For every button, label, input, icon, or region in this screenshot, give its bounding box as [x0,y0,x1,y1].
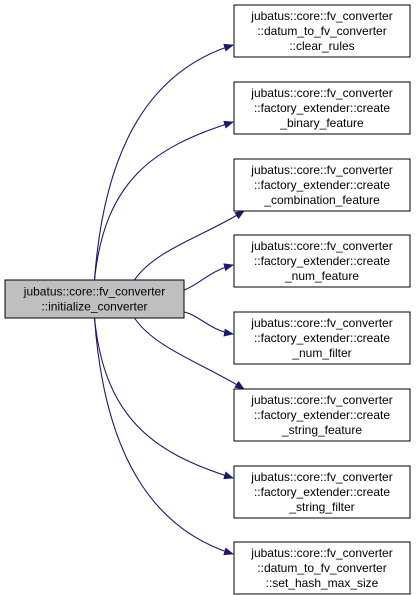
target-create-binary-feature-label-line: jubatus::core::fv_converter [250,86,392,100]
target-create-combination-feature-label-line: _combination_feature [263,193,380,207]
target-create-num-filter-label-line: _num_filter [291,346,351,360]
edge-to-target-set-hash-max-size [93,317,234,556]
target-create-string-filter-label-line: _string_filter [288,500,354,514]
target-create-string-feature-label-line: jubatus::core::fv_converter [250,393,392,407]
target-set-hash-max-size[interactable]: jubatus::core::fv_converter::datum_to_fv… [233,541,411,595]
edge-to-target-create-num-filter [183,311,234,337]
target-set-hash-max-size-label-line: ::datum_to_fv_converter [257,561,386,575]
target-create-binary-feature-box [233,81,411,135]
source-node-label-line: jubatus::core::fv_converter [23,285,165,299]
target-set-hash-max-size-label-line: ::set_hash_max_size [266,576,379,590]
target-create-combination-feature-label-line: ::factory_extender::create [254,178,390,192]
target-create-num-filter[interactable]: jubatus::core::fv_converter::factory_ext… [233,311,411,365]
target-create-string-filter-label-line: jubatus::core::fv_converter [250,470,392,484]
target-create-combination-feature[interactable]: jubatus::core::fv_converter::factory_ext… [233,158,411,212]
edge-to-target-create-string-feature [134,317,245,390]
source-node-label-line: ::initialize_converter [41,300,147,314]
edges-group [93,43,245,556]
target-create-num-feature[interactable]: jubatus::core::fv_converter::factory_ext… [233,234,411,288]
source-node-box [4,279,185,319]
target-create-string-filter-label-line: ::factory_extender::create [254,485,390,499]
target-create-num-feature-label-line: _num_feature [284,269,359,283]
edge-to-target-clear-rules [93,43,234,281]
target-clear-rules-box [233,4,411,58]
edge-to-target-create-combination-feature [134,210,245,281]
target-clear-rules-label-line: ::datum_to_fv_converter [257,24,386,38]
target-create-string-feature-label-line: ::factory_extender::create [254,408,390,422]
source-node[interactable]: jubatus::core::fv_converter::initialize_… [4,279,185,319]
nodes-group: jubatus::core::fv_converter::initialize_… [4,4,411,595]
target-create-num-feature-box [233,234,411,288]
target-create-string-filter[interactable]: jubatus::core::fv_converter::factory_ext… [233,465,411,519]
target-create-string-filter-box [233,465,411,519]
target-clear-rules[interactable]: jubatus::core::fv_converter::datum_to_fv… [233,4,411,58]
target-create-num-feature-label-line: ::factory_extender::create [254,254,390,268]
target-create-binary-feature[interactable]: jubatus::core::fv_converter::factory_ext… [233,81,411,135]
target-clear-rules-label-line: ::clear_rules [289,39,354,53]
target-create-num-feature-label-line: jubatus::core::fv_converter [250,239,392,253]
target-create-string-feature[interactable]: jubatus::core::fv_converter::factory_ext… [233,388,411,442]
edge-to-target-create-binary-feature [93,120,234,281]
target-create-combination-feature-label-line: jubatus::core::fv_converter [250,163,392,177]
edge-to-target-create-string-filter [93,317,234,480]
target-create-combination-feature-box [233,158,411,212]
target-create-binary-feature-label-line: ::factory_extender::create [254,101,390,115]
target-create-string-feature-box [233,388,411,442]
target-create-num-filter-box [233,311,411,365]
target-create-num-filter-label-line: jubatus::core::fv_converter [250,316,392,330]
edge-to-target-create-num-feature [183,263,234,291]
target-create-binary-feature-label-line: _binary_feature [279,116,364,130]
target-set-hash-max-size-label-line: jubatus::core::fv_converter [250,546,392,560]
target-set-hash-max-size-box [233,541,411,595]
target-create-string-feature-label-line: _string_feature [281,423,362,437]
target-create-num-filter-label-line: ::factory_extender::create [254,331,390,345]
target-clear-rules-label-line: jubatus::core::fv_converter [250,9,392,23]
